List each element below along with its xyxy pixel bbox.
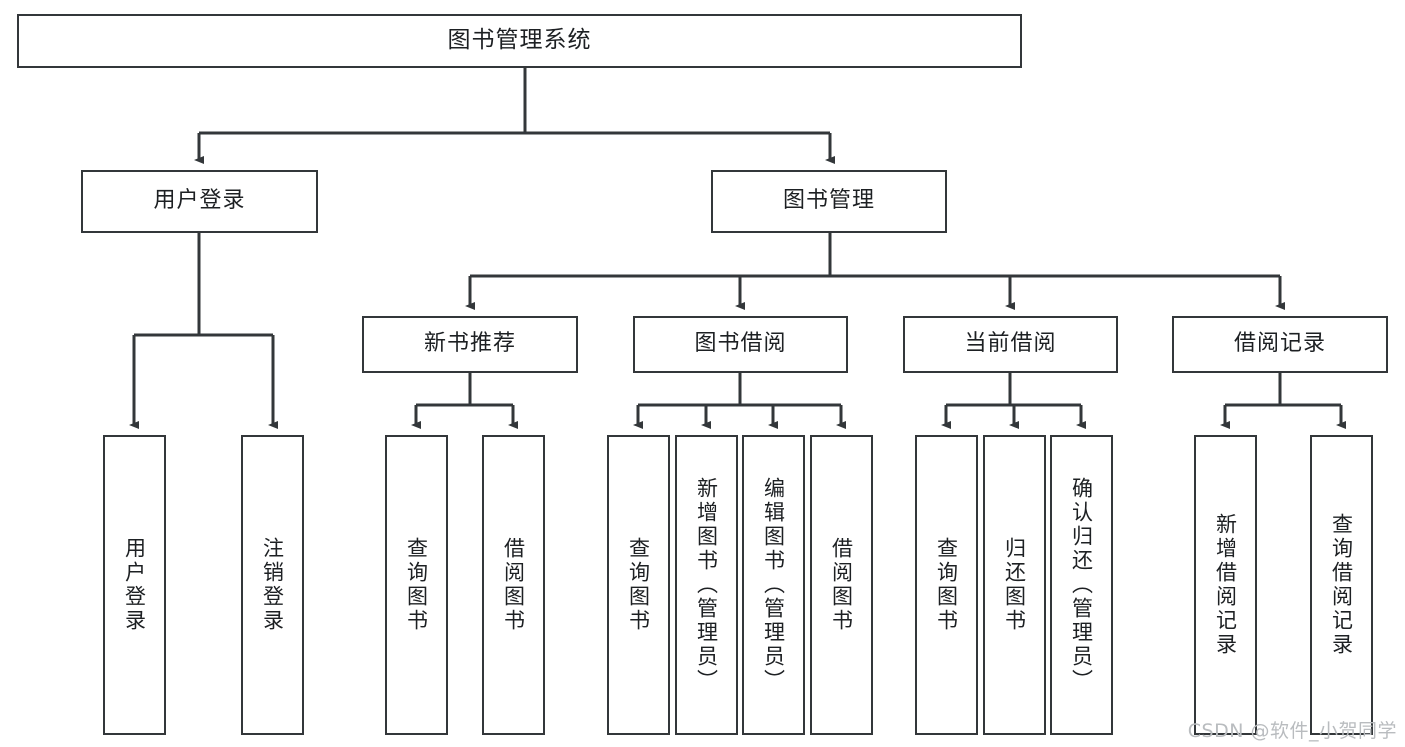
node-user-login[interactable]: 用户登录 [81, 170, 318, 233]
node-label: 查询图书 [934, 537, 959, 633]
watermark: CSDN @软件_小贺同学 [1187, 720, 1397, 742]
leaf-book-borrow-borrow-book[interactable]: 借阅图书 [810, 435, 873, 735]
leaf-borrow-record-add-record[interactable]: 新增借阅记录 [1194, 435, 1257, 735]
node-label: 新增借阅记录 [1213, 513, 1238, 657]
node-label: 查询借阅记录 [1329, 513, 1354, 657]
leaf-new-book-borrow-book[interactable]: 借阅图书 [482, 435, 545, 735]
leaf-current-borrow-query-book[interactable]: 查询图书 [915, 435, 978, 735]
leaf-user-login-login[interactable]: 用户登录 [103, 435, 166, 735]
node-label: 用户登录 [122, 537, 147, 633]
node-label: 确认归还（管理员） [1069, 477, 1094, 693]
node-label: 归还图书 [1002, 537, 1027, 633]
leaf-borrow-record-query-record[interactable]: 查询借阅记录 [1310, 435, 1373, 735]
leaf-book-borrow-add-book-admin[interactable]: 新增图书（管理员） [675, 435, 738, 735]
node-label: 图书借阅 [694, 331, 787, 357]
node-label: 注销登录 [260, 537, 285, 633]
node-book-management[interactable]: 图书管理 [711, 170, 947, 233]
node-label: 查询图书 [626, 537, 651, 633]
node-label: 当前借阅 [964, 331, 1057, 357]
node-label: 借阅图书 [501, 537, 526, 633]
node-label: 借阅记录 [1233, 331, 1326, 357]
node-root-book-management-system[interactable]: 图书管理系统 [17, 14, 1022, 68]
leaf-user-login-logout[interactable]: 注销登录 [241, 435, 304, 735]
node-label: 图书管理系统 [447, 27, 592, 54]
node-label: 新增图书（管理员） [694, 477, 719, 693]
node-label: 图书管理 [782, 188, 875, 214]
node-label: 查询图书 [404, 537, 429, 633]
leaf-current-borrow-confirm-return-admin[interactable]: 确认归还（管理员） [1050, 435, 1113, 735]
leaf-book-borrow-edit-book-admin[interactable]: 编辑图书（管理员） [742, 435, 805, 735]
node-new-book-recommend[interactable]: 新书推荐 [362, 316, 578, 373]
node-label: 借阅图书 [829, 537, 854, 633]
node-label: 新书推荐 [423, 331, 516, 357]
node-label: 用户登录 [153, 188, 246, 214]
node-borrow-record[interactable]: 借阅记录 [1172, 316, 1388, 373]
node-book-borrow[interactable]: 图书借阅 [633, 316, 848, 373]
leaf-new-book-query-book[interactable]: 查询图书 [385, 435, 448, 735]
node-label: 编辑图书（管理员） [761, 477, 786, 693]
leaf-current-borrow-return-book[interactable]: 归还图书 [983, 435, 1046, 735]
node-current-borrow[interactable]: 当前借阅 [903, 316, 1118, 373]
leaf-book-borrow-query-book[interactable]: 查询图书 [607, 435, 670, 735]
